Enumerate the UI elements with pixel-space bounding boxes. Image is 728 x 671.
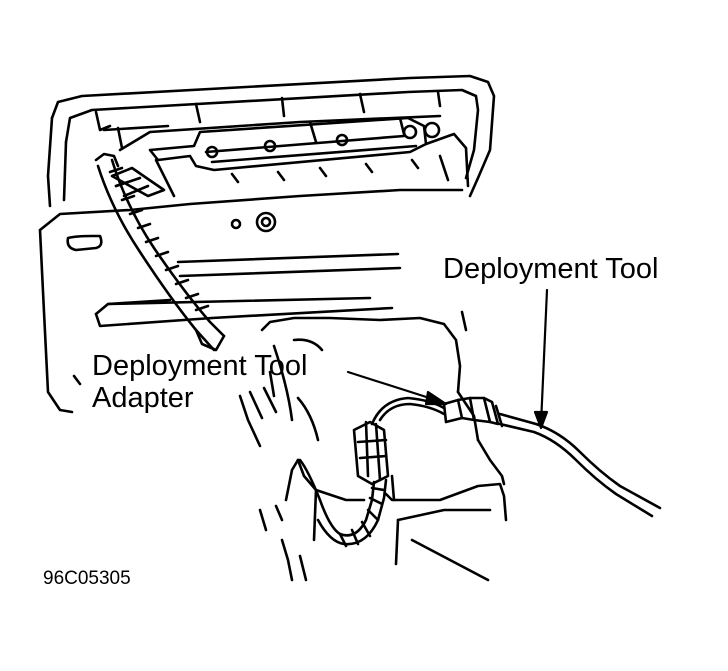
adapter-label-line-1: Deployment Tool [92,350,308,382]
figure-code: 96C05305 [43,568,131,589]
mounting-plate [38,188,464,414]
adapter-arrowhead [424,390,448,406]
upper-conduit [94,152,226,352]
deployment-tool-adapter-label: Deployment Tool Adapter [92,350,307,414]
adapter-cable [370,396,662,518]
leader-arrows [346,288,549,430]
lower-conduit [298,420,390,548]
tool-arrowhead [533,410,549,430]
deployment-tool-label: Deployment Tool [443,253,659,285]
adapter-label-line-2: Adapter [92,382,194,414]
airbag-module [148,116,470,198]
